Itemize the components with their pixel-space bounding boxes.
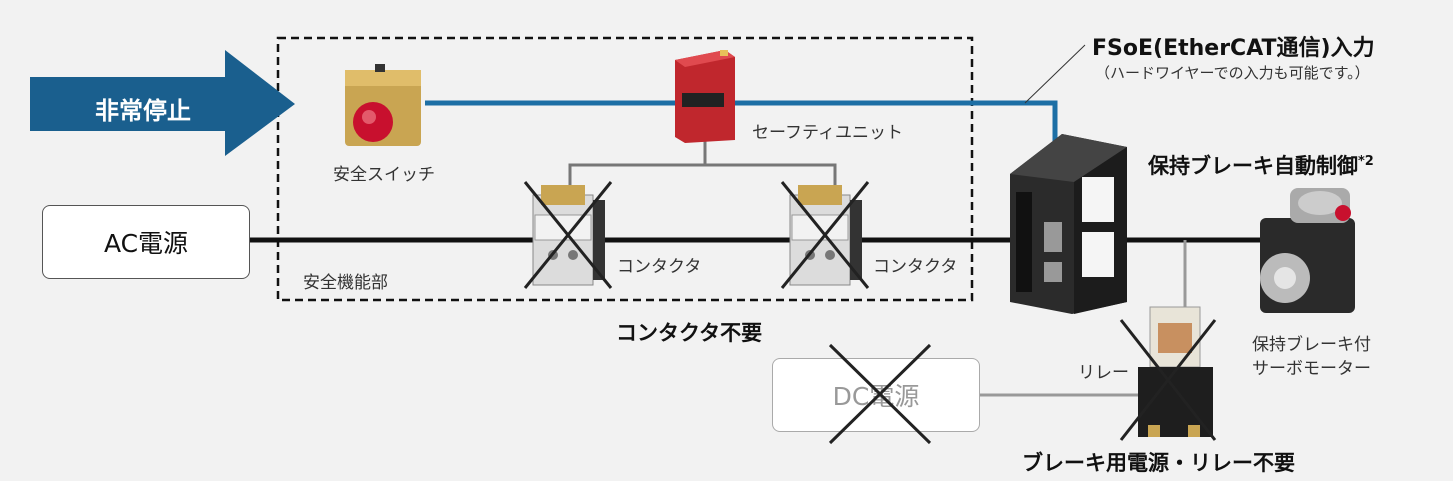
safety-function-frame (276, 36, 974, 302)
brake-power-relay-unnecessary-label: ブレーキ用電源・リレー不要 (1022, 451, 1295, 475)
relay-icon (1119, 306, 1217, 441)
contactor-right-label: コンタクタ (873, 257, 958, 277)
fsoe-title: FSoE(EtherCAT通信)入力 (1092, 36, 1375, 61)
servo-motor-label-line1: 保持ブレーキ付 (1252, 335, 1371, 355)
contactor-unnecessary-label: コンタクタ不要 (616, 321, 763, 345)
control-line-left (568, 140, 707, 190)
contactor-left-label: コンタクタ (617, 257, 702, 277)
emergency-stop-label: 非常停止 (95, 97, 191, 125)
safety-switch-label: 安全スイッチ (333, 165, 435, 185)
servo-motor-label-line2: サーボモーター (1252, 359, 1371, 379)
dc-power-cross-icon (828, 343, 932, 445)
brake-control-footnote: *2 (1358, 154, 1374, 169)
safety-unit-icon (675, 50, 735, 143)
fsoe-note: （ハードワイヤーでの入力も可能です。） (1095, 64, 1370, 82)
safety-unit-label: セーフティユニット (752, 123, 903, 143)
servo-motor-label: 保持ブレーキ付 サーボモーター (1252, 333, 1371, 381)
contactor-right-icon (780, 181, 870, 289)
safety-section-label: 安全機能部 (303, 273, 388, 293)
relay-label: リレー (1078, 363, 1129, 383)
control-line-right (705, 163, 837, 190)
servo-motor-icon (1260, 188, 1355, 313)
safety-switch-icon (345, 64, 421, 146)
brake-control-text: 保持ブレーキ自動制御 (1148, 154, 1358, 178)
servo-drive-icon (1010, 134, 1127, 314)
emergency-stop-arrow (30, 50, 295, 156)
contactor-left-icon (523, 181, 613, 289)
signal-line (425, 100, 1058, 148)
ac-power-box: AC電源 (42, 205, 250, 279)
fsoe-pointer-line (1024, 44, 1086, 104)
brake-control-label: 保持ブレーキ自動制御*2 (1148, 150, 1374, 180)
